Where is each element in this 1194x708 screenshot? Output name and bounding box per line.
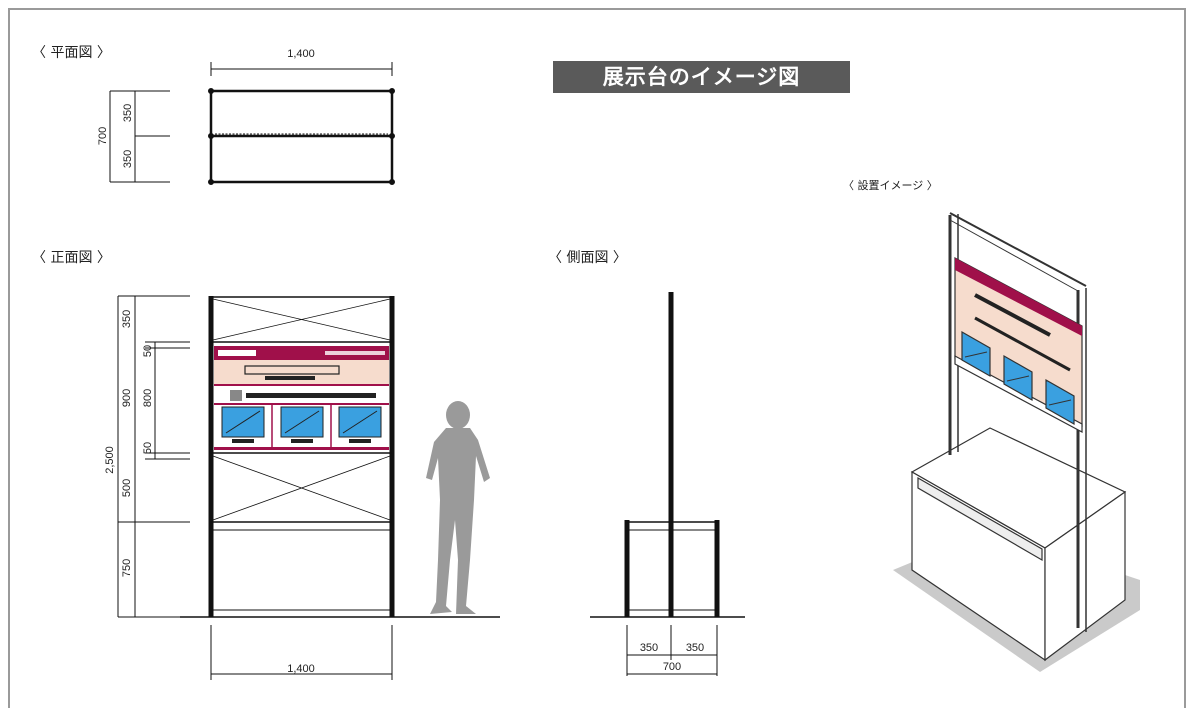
side-total-dim: 700 xyxy=(663,661,681,673)
front-margin-bottom-dim: 50 xyxy=(142,442,154,454)
side-a-dim: 350 xyxy=(640,642,658,654)
front-total-height-dim: 2,500 xyxy=(104,446,116,474)
front-view xyxy=(117,295,500,680)
install-view-label: 〈 設置イメージ 〉 xyxy=(843,179,938,192)
side-view xyxy=(590,292,745,676)
plan-view xyxy=(109,62,395,185)
page-title: 展示台のイメージ図 xyxy=(553,61,850,93)
side-b-dim: 350 xyxy=(686,642,704,654)
drawing-frame xyxy=(8,8,1186,708)
plan-depth-dim: 700 xyxy=(97,127,109,145)
plan-width-dim: 1,400 xyxy=(287,48,315,60)
install-isometric xyxy=(893,212,1140,672)
plan-half-b-dim: 350 xyxy=(122,150,134,168)
front-top-dim: 350 xyxy=(121,310,133,328)
human-figure xyxy=(426,401,490,614)
side-view-label: 〈 側面図 〉 xyxy=(548,250,627,266)
plan-view-label: 〈 平面図 〉 xyxy=(32,45,111,61)
front-panel-inner-dim: 800 xyxy=(142,389,154,407)
front-margin-top-dim: 50 xyxy=(142,345,154,357)
front-mid-dim: 500 xyxy=(121,479,133,497)
front-width-dim: 1,400 xyxy=(287,663,315,675)
front-base-dim: 750 xyxy=(121,559,133,577)
plan-half-a-dim: 350 xyxy=(122,104,134,122)
front-panel-dim: 900 xyxy=(121,389,133,407)
front-view-label: 〈 正面図 〉 xyxy=(32,250,111,266)
front-panel-graphic xyxy=(214,346,389,450)
